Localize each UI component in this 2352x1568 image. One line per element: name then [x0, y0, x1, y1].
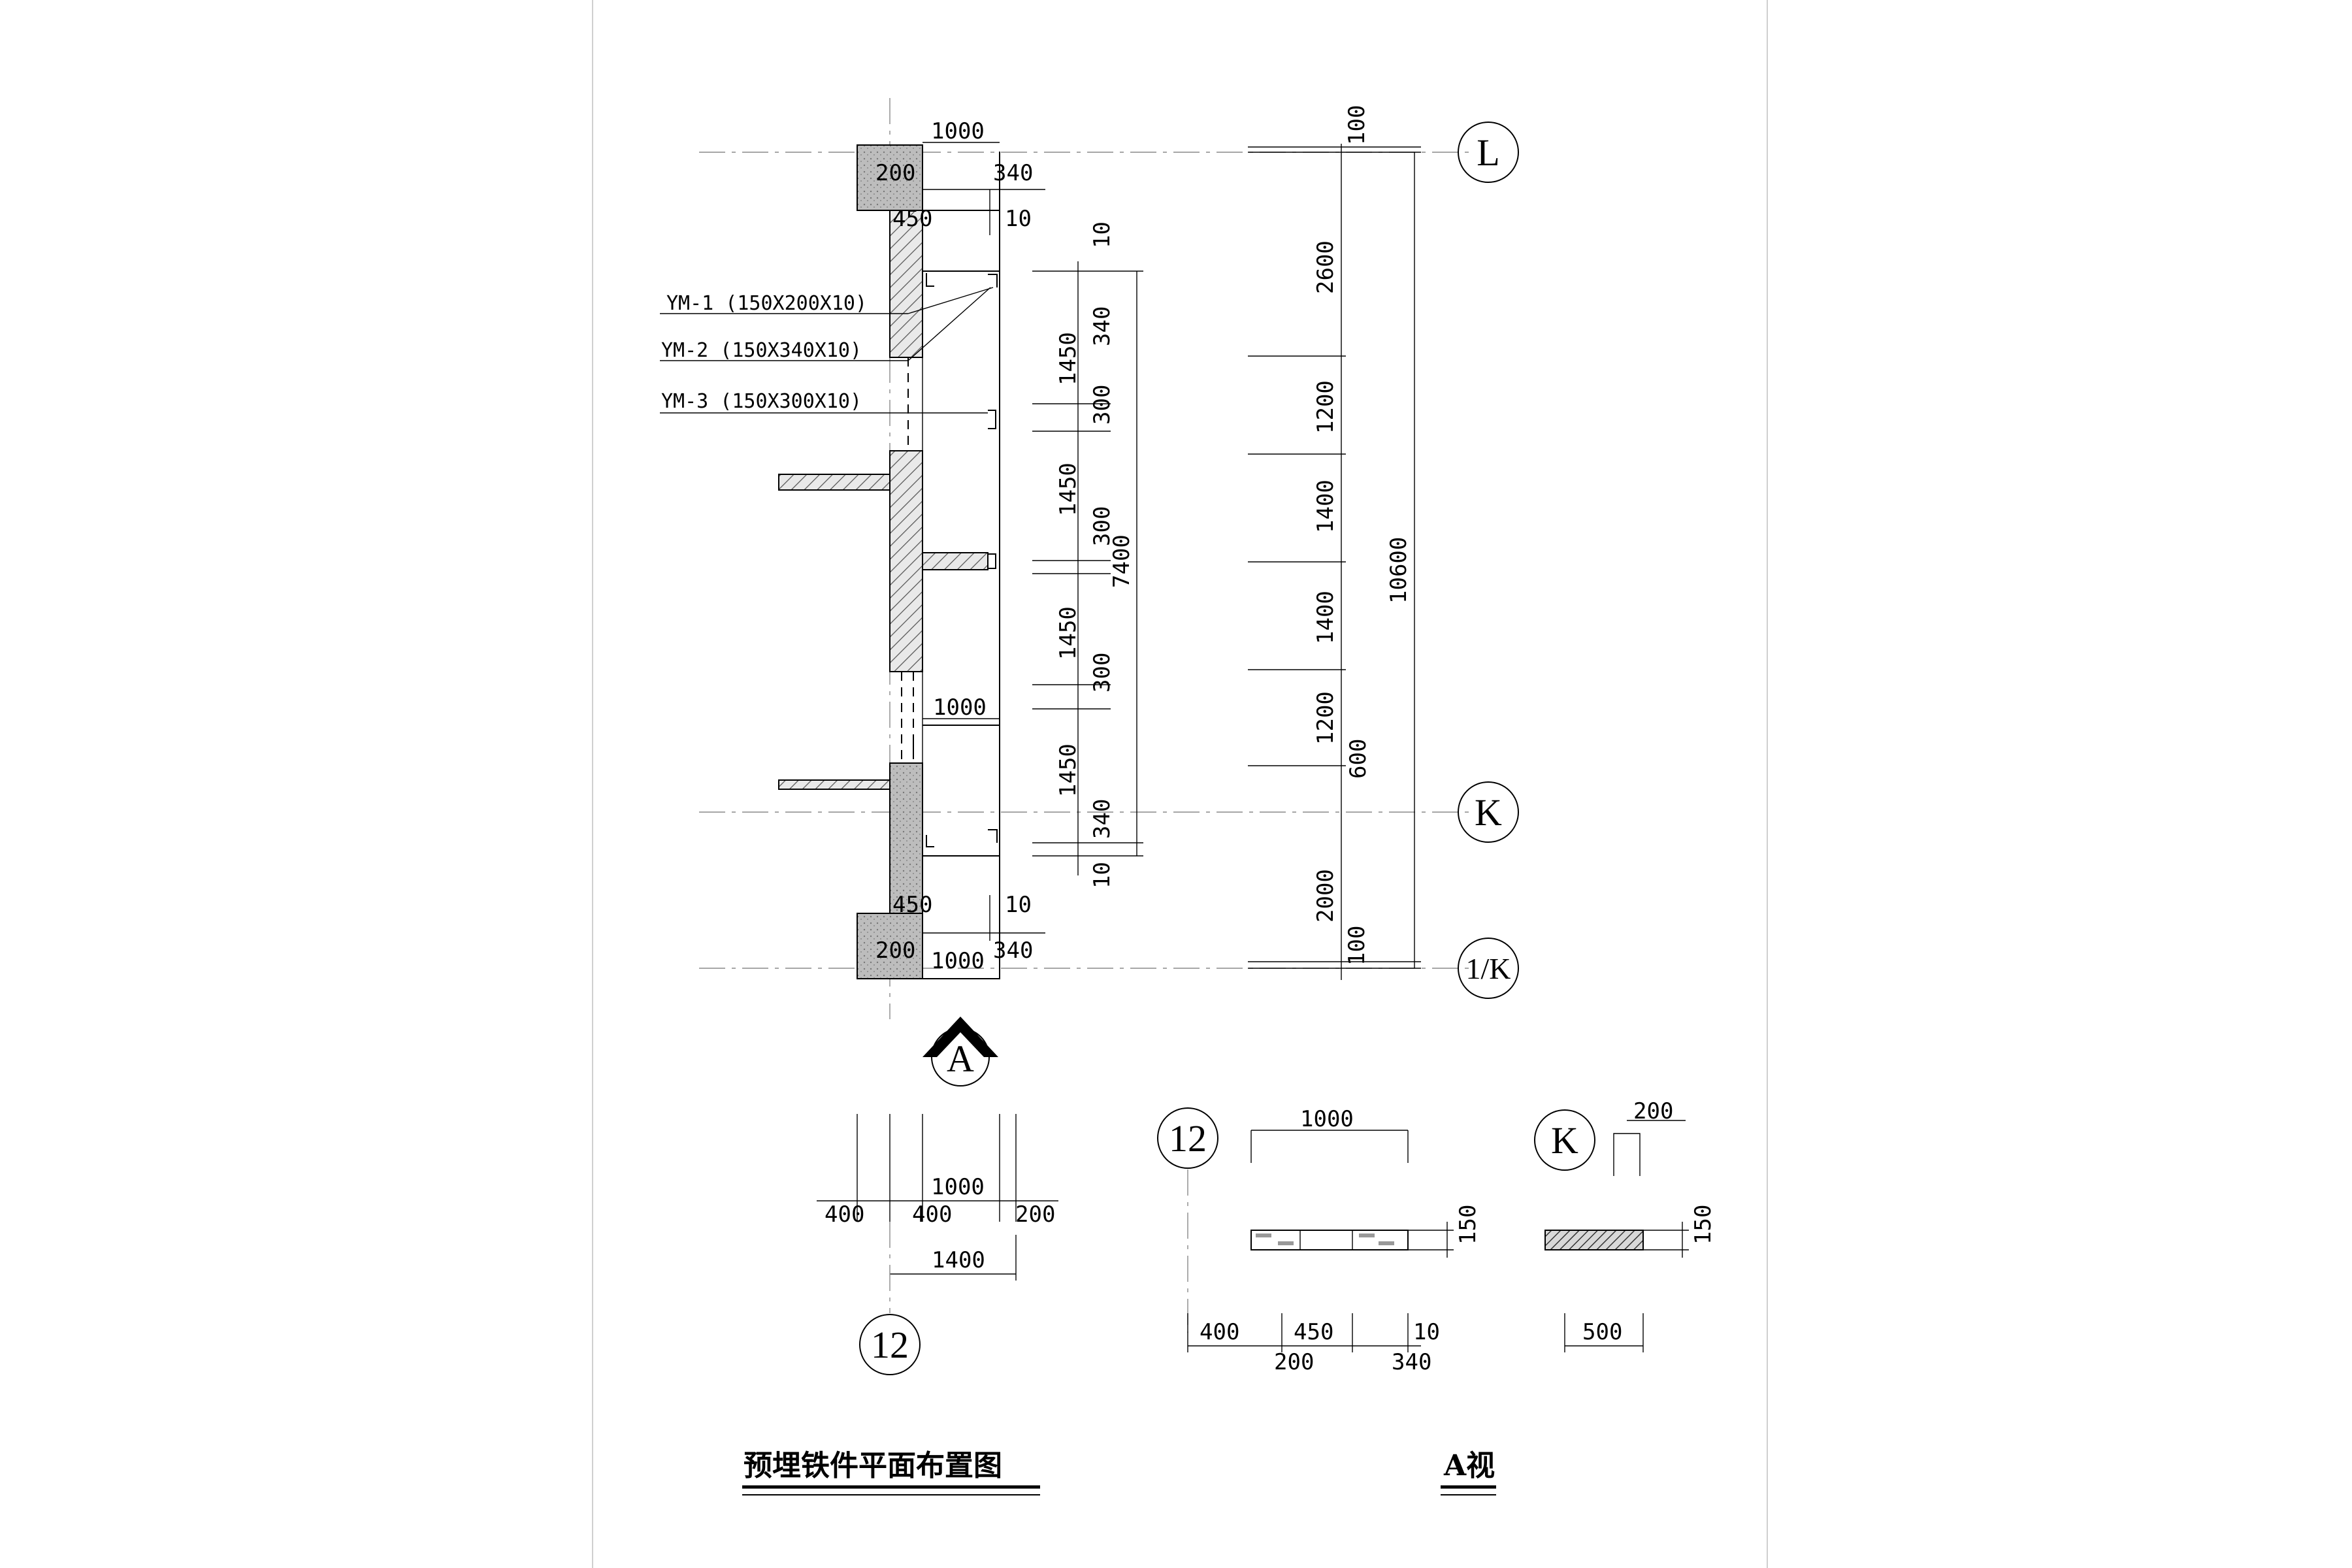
dim-bl-1000: 1000: [931, 1174, 985, 1200]
axis-label-K: K: [1475, 791, 1502, 834]
dim-mid-1000: 1000: [933, 694, 987, 721]
dim-bm-450: 450: [1294, 1319, 1333, 1345]
dim-c-10b: 10: [1089, 862, 1115, 889]
plate-strip-marks: [1256, 1230, 1394, 1250]
dim-top-450: 450: [892, 206, 932, 232]
title-plan: 预埋铁件平面布置图: [743, 1449, 1002, 1482]
wall-segment-1: [889, 210, 923, 358]
dim-r-1200a: 1200: [1313, 380, 1339, 434]
dim-bl-400b: 400: [912, 1201, 952, 1228]
dim-r-1200b: 1200: [1313, 691, 1339, 745]
dim-r-2600: 2600: [1313, 240, 1339, 294]
plate-ym1-top: [926, 273, 934, 287]
title-a-view: A视: [1443, 1449, 1495, 1482]
plate-mid: [988, 553, 996, 569]
dim-top-10: 10: [1005, 206, 1032, 232]
bottom-frame: [922, 913, 1000, 979]
inner-beam-stub: [922, 552, 988, 570]
dim-br-200-bracket: [1613, 1133, 1641, 1176]
axis-bubble-12-mid: [1157, 1107, 1218, 1169]
plate-ym1-bot: [926, 835, 934, 847]
axis-label-1K: 1/K: [1466, 952, 1511, 985]
dim-r-100b: 100: [1344, 926, 1370, 966]
side-beam-2: [778, 779, 890, 790]
dim-chain-ticks: [1032, 270, 1143, 857]
dim-bm-10: 10: [1413, 1319, 1440, 1345]
top-frame: [922, 152, 1000, 211]
axis-bubble-L: [1458, 122, 1519, 183]
dim-c-340a: 340: [1089, 306, 1115, 346]
dim-r-1400b: 1400: [1313, 591, 1339, 644]
leader-ym2-diag: [907, 287, 991, 361]
dim-c-7400: 7400: [1109, 534, 1135, 588]
axis-label-12-left: 12: [871, 1324, 909, 1366]
axis-bubble-12-left: [859, 1314, 921, 1375]
dim-bl-400a: 400: [825, 1201, 864, 1228]
plan-view: YM-1 (150X200X10) YM-2 (150X340X10) YM-3…: [660, 98, 1470, 1019]
dim-br-200: 200: [1633, 1098, 1673, 1124]
dim-bm-ticks: [1187, 1313, 1409, 1352]
dim-bm-150: 150: [1455, 1205, 1481, 1245]
wall-segment-2: [889, 450, 923, 672]
dim-bot-10: 10: [1005, 892, 1032, 918]
dim-r-10600: 10600: [1386, 537, 1412, 604]
axis-label-12-mid: 12: [1169, 1117, 1207, 1160]
dim-bot-200: 200: [875, 938, 915, 964]
label-ym2: YM-2 (150X340X10): [661, 339, 862, 362]
dim-c-1450c: 1450: [1055, 606, 1081, 660]
dim-c-1450b: 1450: [1055, 463, 1081, 516]
dim-top-1000: 1000: [931, 118, 985, 144]
overall-dimensions: 100 2600 1200 1400 1400 10600 1200 600 2…: [1248, 105, 1519, 999]
plate-ym3: [988, 410, 996, 429]
dim-top-200: 200: [875, 160, 915, 186]
plate-ym2-top: [988, 274, 998, 287]
dim-bl-1400: 1400: [932, 1247, 985, 1273]
dim-bm-200: 200: [1274, 1349, 1314, 1375]
dim-c-340b: 340: [1089, 799, 1115, 839]
dim-c-300b: 300: [1089, 506, 1115, 546]
dim-r-1400a: 1400: [1313, 480, 1339, 533]
dim-top-340: 340: [993, 160, 1033, 186]
section-k: K 200 150 500: [1534, 1098, 1716, 1352]
dim-br-500: 500: [1582, 1319, 1622, 1345]
section-a-view: 12 1000 150 400 450 10 200 340: [1157, 1106, 1481, 1375]
view-a-label: A: [947, 1037, 974, 1080]
dim-c-300c: 300: [1089, 653, 1115, 693]
label-ym1: YM-1 (150X200X10): [666, 292, 867, 315]
axis-bubble-k-bottom: [1534, 1109, 1595, 1171]
view-marker-a: A: [923, 1017, 998, 1086]
dim-r-100a: 100: [1344, 105, 1370, 145]
plate-section-hatched: [1544, 1230, 1644, 1250]
dim-bot-1000: 1000: [931, 948, 985, 974]
dim-bl-200: 200: [1015, 1201, 1055, 1228]
dim-right-ticks: [1248, 146, 1421, 969]
dim-r-2000: 2000: [1313, 869, 1339, 923]
axis-bubble-K: [1458, 781, 1519, 843]
dim-bm-1000: 1000: [1300, 1106, 1354, 1132]
label-ym3: YM-3 (150X300X10): [661, 390, 862, 413]
plate-strip: [1250, 1230, 1409, 1250]
axis-label-k-bottom: K: [1551, 1119, 1578, 1162]
dim-bm-400: 400: [1200, 1319, 1239, 1345]
dim-r-600: 600: [1345, 739, 1371, 779]
axis-label-L: L: [1477, 131, 1499, 174]
dim-c-10a: 10: [1089, 221, 1115, 248]
dim-c-1450a: 1450: [1055, 332, 1081, 385]
plate-ym2-bot: [988, 829, 998, 843]
section-12-left: 1000 400 400 200 1400 12: [817, 1114, 1058, 1375]
dim-c-1450d: 1450: [1055, 743, 1081, 797]
axis-bubble-1K: [1458, 938, 1519, 999]
side-beam-1: [778, 474, 890, 491]
wall-segment-3: [889, 762, 923, 914]
column-top: [857, 144, 923, 211]
leader-ym1-diag: [907, 287, 994, 314]
dim-br-150: 150: [1690, 1205, 1716, 1245]
section-12-verticals: [857, 1114, 1017, 1222]
dim-bm-340: 340: [1392, 1349, 1431, 1375]
dim-bot-450: 450: [892, 892, 932, 918]
column-bottom: [857, 913, 923, 979]
dim-c-300a: 300: [1089, 385, 1115, 425]
view-a-arrow: [923, 1017, 998, 1057]
